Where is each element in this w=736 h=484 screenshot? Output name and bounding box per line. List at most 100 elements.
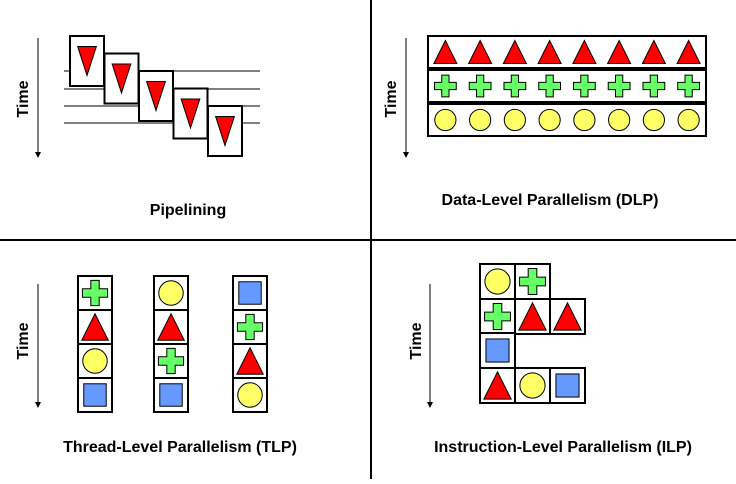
time-arrow-pipelining	[35, 38, 41, 158]
cross-icon	[538, 74, 562, 98]
ilp-instruction	[549, 367, 586, 404]
circle-icon	[677, 108, 700, 132]
tlp-threads	[77, 275, 268, 413]
ilp-cycle-row	[479, 263, 551, 300]
circle-icon	[642, 108, 665, 132]
time-arrow-dlp	[403, 38, 409, 158]
triangle-up-icon	[467, 39, 493, 64]
thread-instruction	[153, 275, 189, 311]
time-axis-label-pipelining: Time	[15, 80, 32, 118]
ilp-instruction	[479, 298, 516, 335]
triangle-up-icon	[433, 39, 458, 64]
thread-instruction	[153, 377, 189, 413]
ilp-instruction	[479, 367, 516, 404]
time-arrow-ilp	[427, 284, 433, 408]
pipelining-stages	[64, 35, 260, 157]
ilp-instruction	[479, 263, 516, 300]
thread-instruction	[232, 343, 268, 379]
dlp-title: Data-Level Parallelism (DLP)	[441, 192, 659, 209]
tlp-title: Thread-Level Parallelism (TLP)	[63, 439, 297, 456]
triangle-up-icon	[572, 39, 597, 64]
triangle-up-icon	[537, 39, 562, 64]
cross-icon	[572, 74, 596, 98]
pipeline-stage	[172, 87, 209, 140]
circle-icon	[484, 268, 511, 295]
dlp-vector-rows	[427, 35, 707, 137]
dlp-row	[427, 35, 707, 69]
time-axis-label-dlp: Time	[383, 80, 400, 118]
triangle-up-icon	[235, 346, 265, 375]
cross-icon	[484, 303, 511, 330]
dlp-row	[427, 69, 707, 103]
triangle-up-icon	[483, 370, 512, 400]
circle-icon	[519, 372, 546, 399]
pipeline-stage	[207, 105, 243, 157]
ilp-title: Instruction-Level Parallelism (ILP)	[434, 439, 692, 456]
thread-instruction	[77, 343, 113, 379]
square-icon	[238, 281, 262, 305]
ilp-instruction	[514, 263, 551, 300]
triangle-up-icon	[502, 39, 528, 64]
cross-icon	[642, 74, 666, 98]
pipeline-stage	[138, 70, 174, 122]
triangle-up-icon	[553, 301, 582, 331]
triangle-down-icon	[111, 63, 132, 95]
cross-icon	[468, 74, 492, 98]
time-axis-label-ilp: Time	[408, 322, 425, 360]
square-icon	[555, 373, 580, 398]
thread-column	[232, 275, 268, 413]
thread-column	[77, 275, 113, 413]
triangle-up-icon	[80, 312, 110, 341]
time-arrow-tlp	[35, 284, 41, 408]
cross-icon	[677, 74, 701, 98]
circle-icon	[538, 108, 561, 132]
thread-instruction	[77, 275, 113, 311]
triangle-down-icon	[145, 81, 167, 113]
circle-icon	[82, 348, 108, 374]
cross-icon	[236, 313, 264, 341]
ilp-cycles	[479, 263, 586, 404]
triangle-up-icon	[156, 312, 186, 341]
triangle-down-icon	[214, 116, 236, 148]
cross-icon	[81, 279, 109, 307]
triangle-up-icon	[641, 39, 667, 64]
circle-icon	[469, 108, 492, 132]
cross-icon	[607, 74, 631, 98]
cross-icon	[503, 74, 527, 98]
thread-instruction	[232, 309, 268, 345]
circle-icon	[608, 108, 631, 132]
ilp-instruction	[549, 298, 586, 335]
triangle-up-icon	[676, 39, 701, 64]
thread-instruction	[77, 309, 113, 345]
square-icon	[83, 383, 107, 407]
circle-icon	[573, 108, 596, 132]
circle-icon	[503, 108, 526, 132]
thread-instruction	[232, 377, 268, 413]
circle-icon	[158, 280, 184, 306]
pipeline-stage	[69, 35, 105, 87]
time-axis-label-tlp: Time	[15, 322, 32, 360]
cross-icon	[433, 74, 457, 98]
thread-instruction	[153, 343, 189, 379]
circle-icon	[237, 382, 263, 408]
thread-instruction	[232, 275, 268, 311]
ilp-instruction	[479, 332, 516, 369]
cross-icon	[519, 268, 546, 295]
thread-instruction	[77, 377, 113, 413]
triangle-down-icon	[180, 98, 201, 130]
square-icon	[485, 338, 510, 363]
square-icon	[159, 383, 183, 407]
pipeline-stage	[103, 52, 140, 105]
thread-instruction	[153, 309, 189, 345]
triangle-up-icon	[518, 301, 547, 331]
circle-icon	[434, 108, 457, 132]
cross-icon	[157, 347, 185, 375]
pipelining-title: Pipelining	[149, 202, 227, 219]
dlp-row	[427, 103, 707, 137]
triangle-down-icon	[76, 46, 98, 78]
thread-column	[153, 275, 189, 413]
ilp-cycle-row	[479, 298, 586, 335]
ilp-cycle-row	[479, 367, 586, 404]
